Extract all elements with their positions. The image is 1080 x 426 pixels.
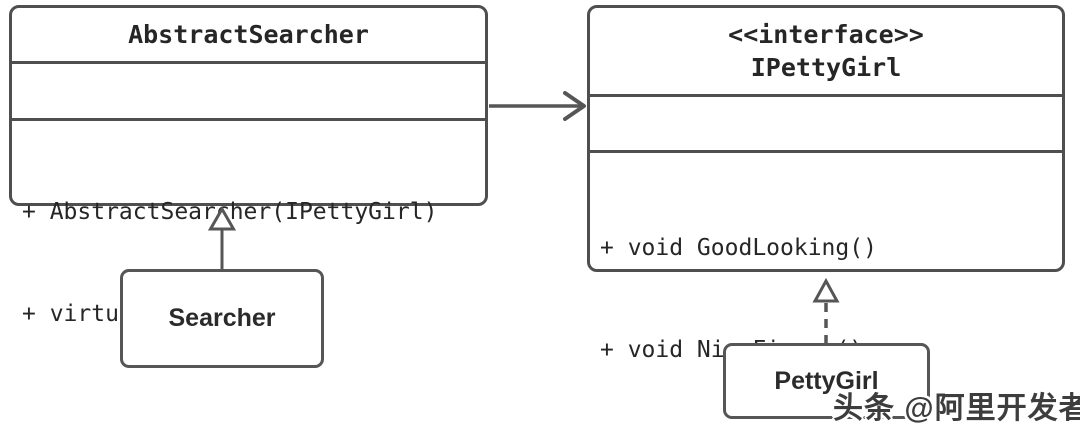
class-box-ipettygirl: <<interface>> IPettyGirl + void GoodLook… bbox=[587, 5, 1065, 363]
class-name-label: IPettyGirl bbox=[750, 53, 902, 82]
class-title-abstract-searcher: AbstractSearcher bbox=[12, 8, 485, 61]
association-arrow-abstractsearcher-to-ipettygirl bbox=[489, 91, 586, 121]
method-label: + AbstractSearcher(IPettyGirl) bbox=[22, 199, 438, 225]
class-methods-ipettygirl: + void GoodLooking() + void NiceFigrue()… bbox=[590, 150, 1062, 363]
class-methods-abstract-searcher: + AbstractSearcher(IPettyGirl) + virtual… bbox=[12, 118, 485, 327]
class-attributes-abstract-searcher bbox=[12, 61, 485, 118]
class-title-ipettygirl: <<interface>> IPettyGirl bbox=[590, 8, 1062, 94]
class-attributes-ipettygirl bbox=[590, 94, 1062, 150]
class-name-label: PettyGirl bbox=[774, 366, 879, 395]
toutiao-watermark: 头条 @阿里开发者 bbox=[833, 392, 1080, 425]
class-name-label: Searcher bbox=[168, 304, 276, 332]
method-label: + void GoodLooking() bbox=[600, 235, 877, 261]
class-box-pettygirl: PettyGirl bbox=[723, 343, 930, 419]
class-name-label: AbstractSearcher bbox=[128, 20, 369, 49]
class-box-searcher: Searcher bbox=[120, 269, 324, 368]
stereotype-label: <<interface>> bbox=[728, 20, 924, 49]
class-box-abstract-searcher: AbstractSearcher + AbstractSearcher(IPet… bbox=[9, 5, 488, 327]
